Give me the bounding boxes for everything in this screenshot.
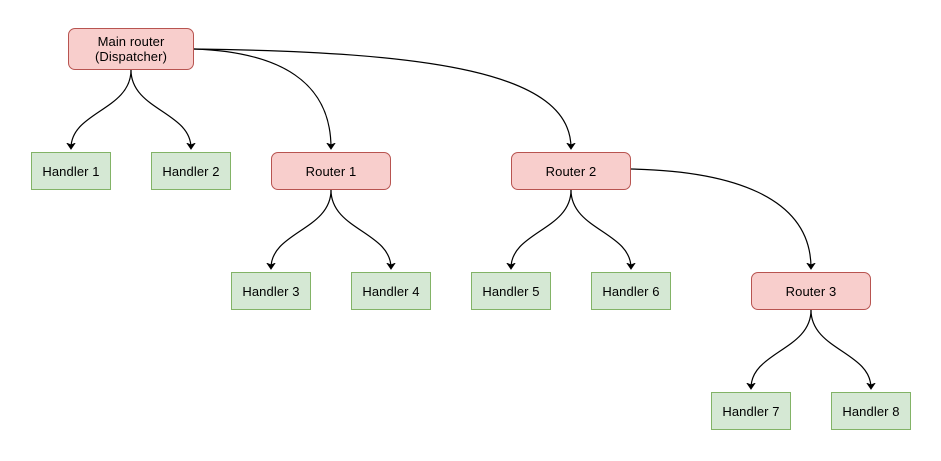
node-label-handler-3: Handler 3 <box>242 283 300 299</box>
edge-paths <box>71 48 871 388</box>
node-label-handler-7: Handler 7 <box>722 403 780 419</box>
node-label-handler-4: Handler 4 <box>362 283 420 299</box>
node-label-router-3: Router 3 <box>785 283 837 299</box>
edge-router-2-to-handler-5[interactable] <box>511 189 572 268</box>
node-label-handler-5: Handler 5 <box>482 283 540 299</box>
node-label-main-router: Main router (Dispatcher) <box>95 34 167 64</box>
edge-router-2-to-router-3[interactable] <box>630 168 811 268</box>
node-router-1[interactable]: Router 1 <box>271 152 391 190</box>
node-handler-2[interactable]: Handler 2 <box>151 152 231 190</box>
node-label-handler-1: Handler 1 <box>42 163 100 179</box>
node-router-3[interactable]: Router 3 <box>751 272 871 310</box>
node-label-handler-2: Handler 2 <box>162 163 220 179</box>
node-handler-8[interactable]: Handler 8 <box>831 392 911 430</box>
node-handler-5[interactable]: Handler 5 <box>471 272 551 310</box>
node-handler-7[interactable]: Handler 7 <box>711 392 791 430</box>
node-label-handler-8: Handler 8 <box>842 403 900 419</box>
node-handler-4[interactable]: Handler 4 <box>351 272 431 310</box>
node-main-router[interactable]: Main router (Dispatcher) <box>68 28 194 70</box>
edge-main-router-to-router-1[interactable] <box>193 48 331 148</box>
node-label-router-2: Router 2 <box>545 163 597 179</box>
node-label-router-1: Router 1 <box>305 163 357 179</box>
node-label-handler-6: Handler 6 <box>602 283 660 299</box>
edge-router-2-to-handler-6[interactable] <box>570 189 631 268</box>
edge-main-router-to-handler-2[interactable] <box>130 69 191 148</box>
node-handler-6[interactable]: Handler 6 <box>591 272 671 310</box>
edge-router-1-to-handler-3[interactable] <box>271 189 332 268</box>
edge-main-router-to-router-2[interactable] <box>193 48 571 148</box>
node-router-2[interactable]: Router 2 <box>511 152 631 190</box>
node-handler-1[interactable]: Handler 1 <box>31 152 111 190</box>
node-handler-3[interactable]: Handler 3 <box>231 272 311 310</box>
edge-router-3-to-handler-8[interactable] <box>810 309 871 388</box>
edge-router-1-to-handler-4[interactable] <box>330 189 391 268</box>
edge-router-3-to-handler-7[interactable] <box>751 309 812 388</box>
edge-main-router-to-handler-1[interactable] <box>71 69 132 148</box>
